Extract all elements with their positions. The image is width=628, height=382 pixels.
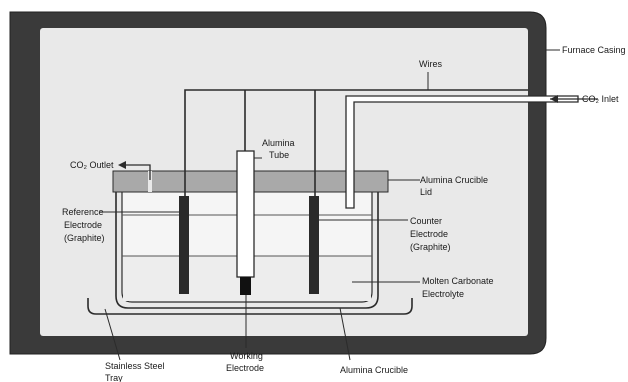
reference-electrode (179, 196, 189, 294)
label-counter-electrode-3: (Graphite) (410, 242, 451, 252)
alumina-crucible (115, 192, 379, 309)
co2-outlet-arrow (124, 164, 151, 180)
label-wires: Wires (419, 59, 442, 69)
label-crucible-lid-2: Lid (420, 187, 432, 197)
label-co2-inlet: CO₂ Inlet (582, 94, 619, 104)
leader-stainless-tray (104, 308, 121, 361)
alumina-tube (236, 150, 255, 278)
label-working-electrode-2: Electrode (226, 363, 264, 373)
label-counter-electrode-2: Electrode (410, 229, 448, 239)
label-reference-electrode-3: (Graphite) (64, 233, 105, 243)
stainless-steel-tray (87, 298, 413, 315)
label-working-electrode-1: Working (230, 351, 263, 361)
label-alumina-crucible: Alumina Crucible (340, 365, 408, 375)
label-co2-outlet: CO₂ Outlet (70, 160, 114, 170)
co2-inlet-arrowhead (550, 95, 558, 103)
label-crucible-lid-1: Alumina Crucible (420, 175, 488, 185)
label-stainless-tray-1: Stainless Steel (105, 361, 165, 371)
co2-inlet-tube (345, 95, 579, 209)
label-alumina-tube-1: Alumina (262, 138, 295, 148)
label-alumina-tube-2: Tube (269, 150, 289, 160)
label-reference-electrode-2: Electrode (64, 220, 102, 230)
label-reference-electrode-1: Reference (62, 207, 104, 217)
working-electrode (240, 277, 251, 295)
label-stainless-tray-2: Tray (105, 373, 123, 382)
leader-alumina-crucible (339, 307, 351, 361)
label-counter-electrode-1: Counter (410, 216, 442, 226)
label-furnace-casing: Furnace Casing (562, 45, 626, 55)
counter-electrode (309, 196, 319, 294)
label-electrolyte-2: Electrolyte (422, 289, 464, 299)
co2-outlet-arrowhead (118, 161, 126, 169)
label-electrolyte-1: Molten Carbonate (422, 276, 494, 286)
wires (184, 89, 528, 198)
